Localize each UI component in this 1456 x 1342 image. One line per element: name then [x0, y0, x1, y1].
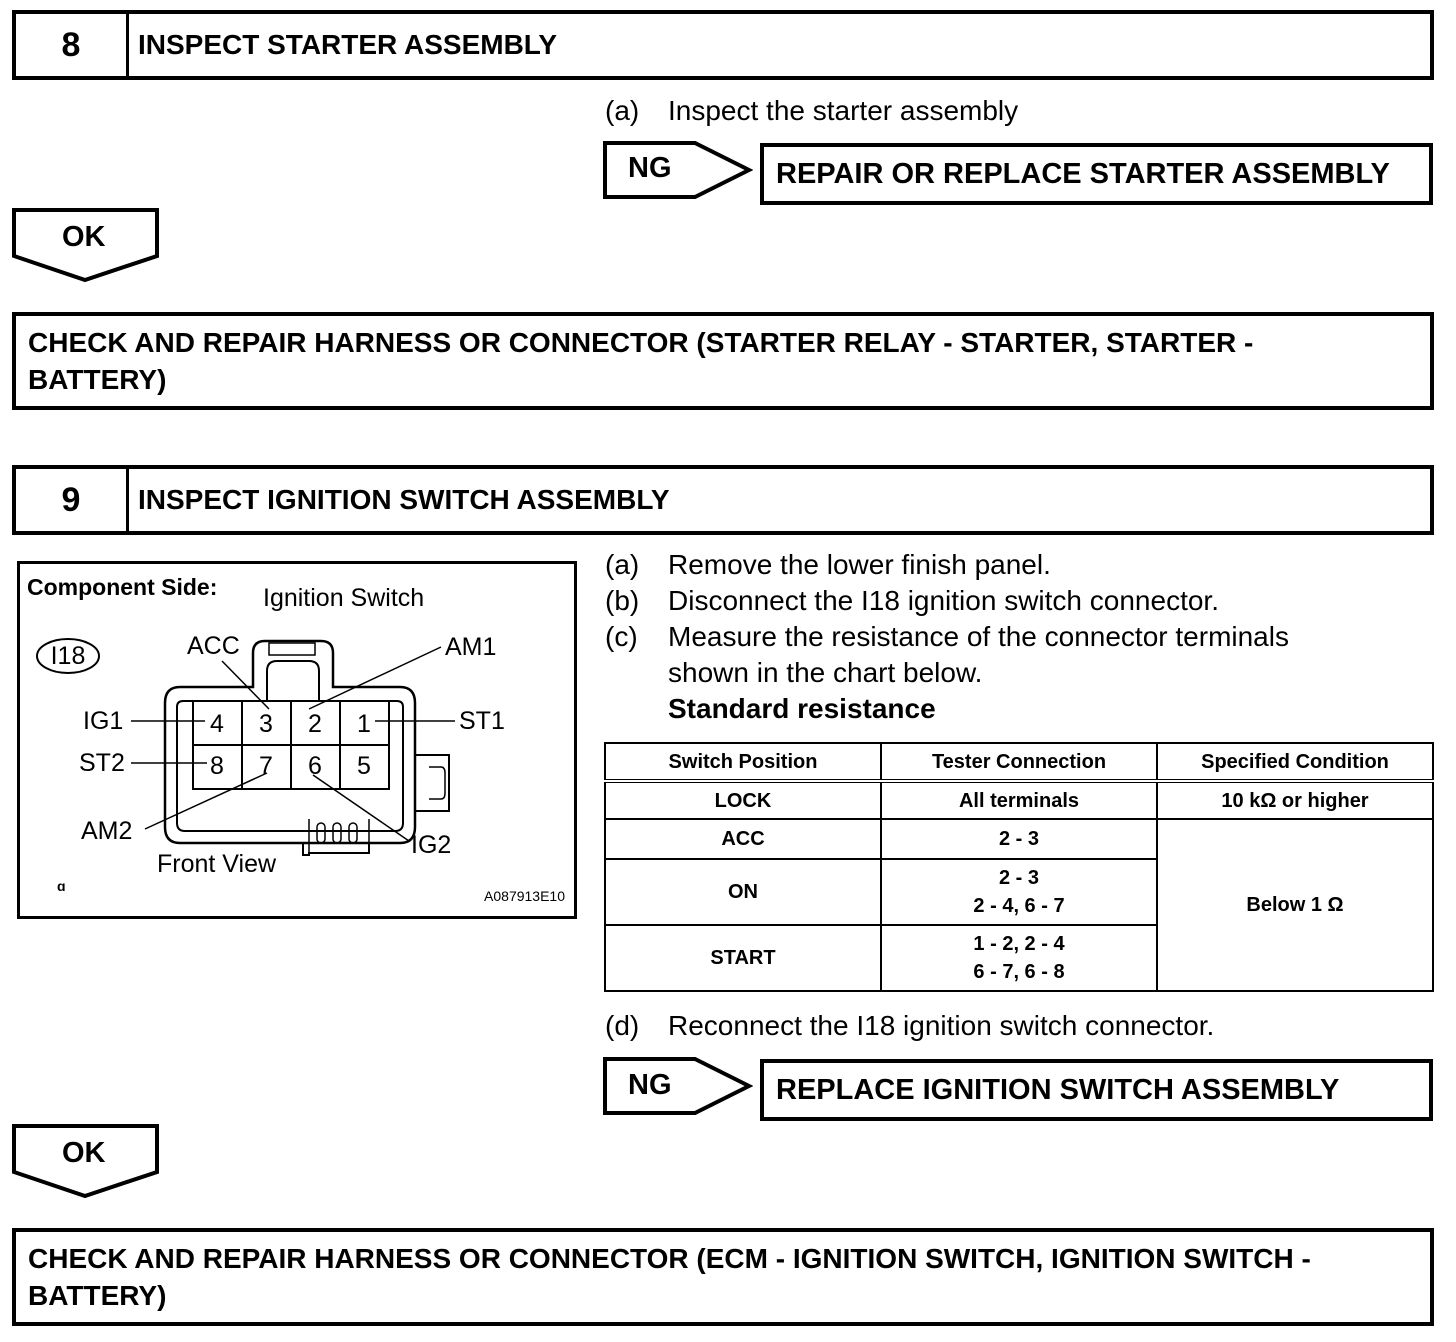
- tester-connection-cell: 2 - 3: [880, 818, 1158, 860]
- terminal-ig1-label: IG1: [83, 707, 123, 735]
- pin-3: 3: [259, 710, 273, 738]
- pin-8: 8: [210, 752, 224, 780]
- instruction-text: Measure the resistance of the connector …: [668, 621, 1289, 652]
- tester-connection-cell: 1 - 2, 2 - 4 6 - 7, 6 - 8: [880, 924, 1158, 992]
- specified-condition-cell: 10 kΩ or higher: [1156, 780, 1434, 820]
- connection-line: 2 - 4, 6 - 7: [973, 895, 1065, 917]
- switch-position-cell: ON: [604, 858, 882, 926]
- step-8-header: 8 INSPECT STARTER ASSEMBLY: [12, 10, 1434, 80]
- terminal-ig2-label: IG2: [411, 831, 451, 859]
- tester-connection-cell: All terminals: [880, 780, 1158, 820]
- terminal-am1-label: AM1: [445, 633, 496, 661]
- instruction-text: Remove the lower finish panel.: [668, 549, 1051, 580]
- terminal-acc-label: ACC: [187, 632, 240, 660]
- instruction-label: (a): [605, 95, 640, 126]
- pin-6: 6: [308, 752, 322, 780]
- ng-action-box: REPLACE IGNITION SWITCH ASSEMBLY: [760, 1059, 1433, 1121]
- table-row: ON 2 - 3 2 - 4, 6 - 7: [604, 858, 1433, 926]
- ok-action-line-1: CHECK AND REPAIR HARNESS OR CONNECTOR (S…: [28, 327, 1254, 358]
- pin-2: 2: [308, 710, 322, 738]
- table-header: Specified Condition: [1156, 742, 1434, 783]
- corner-mark: ɑ: [57, 878, 66, 894]
- step-8-ok-action: CHECK AND REPAIR HARNESS OR CONNECTOR (S…: [12, 312, 1434, 410]
- pin-1: 1: [357, 710, 371, 738]
- step-9-ok-action: CHECK AND REPAIR HARNESS OR CONNECTOR (E…: [12, 1228, 1434, 1326]
- ng-action-text: REPLACE IGNITION SWITCH ASSEMBLY: [776, 1073, 1340, 1106]
- terminal-st1-label: ST1: [459, 707, 505, 735]
- specified-condition-cell: Below 1 Ω: [1156, 818, 1434, 992]
- instruction-text: Reconnect the I18 ignition switch connec…: [668, 1010, 1215, 1041]
- ng-label: NG: [628, 1069, 672, 1101]
- front-view-label: Front View: [157, 850, 277, 878]
- connection-line: 1 - 2, 2 - 4: [973, 933, 1065, 955]
- ok-action-line-2: BATTERY): [28, 364, 167, 395]
- ok-action-line-1: CHECK AND REPAIR HARNESS OR CONNECTOR (E…: [28, 1243, 1311, 1274]
- ok-label: OK: [62, 1137, 106, 1169]
- ok-action-line-2: BATTERY): [28, 1280, 167, 1311]
- component-name: Ignition Switch: [263, 584, 424, 612]
- instruction-label: (c): [605, 621, 638, 652]
- connector-id: I18: [51, 642, 86, 670]
- component-side-label: Component Side:: [27, 574, 217, 600]
- instruction-label: (d): [605, 1010, 640, 1041]
- step-8-instruction-a: (a) Inspect the starter assembly: [605, 93, 1405, 129]
- step-9-instruction-d: (d) Reconnect the I18 ignition switch co…: [605, 1008, 1435, 1044]
- instruction-text: Inspect the starter assembly: [668, 95, 1019, 126]
- ok-label: OK: [62, 221, 106, 253]
- step-title: INSPECT IGNITION SWITCH ASSEMBLY: [138, 484, 670, 515]
- terminal-am2-label: AM2: [81, 817, 132, 845]
- switch-position-cell: LOCK: [604, 780, 882, 820]
- table-header: Tester Connection: [880, 742, 1158, 783]
- ng-label: NG: [628, 152, 672, 184]
- instruction-label: (a): [605, 549, 640, 580]
- terminal-st2-label: ST2: [79, 749, 125, 777]
- ignition-switch-connector-figure: Component Side: Ignition Switch I18 4 3 …: [17, 561, 577, 919]
- step-title: INSPECT STARTER ASSEMBLY: [138, 29, 558, 60]
- step-9-instructions: (a) Remove the lower finish panel. (b) D…: [605, 547, 1435, 727]
- figure-code: A087913E10: [484, 888, 565, 904]
- tester-connection-cell: 2 - 3 2 - 4, 6 - 7: [880, 858, 1158, 926]
- connection-line: 2 - 3: [998, 867, 1040, 889]
- table-row: START 1 - 2, 2 - 4 6 - 7, 6 - 8: [604, 924, 1433, 992]
- standard-label: Standard resistance: [668, 693, 936, 724]
- ng-action-box: REPAIR OR REPLACE STARTER ASSEMBLY: [760, 143, 1433, 205]
- step-9-header: 9 INSPECT IGNITION SWITCH ASSEMBLY: [12, 465, 1434, 535]
- pin-7: 7: [259, 752, 273, 780]
- switch-position-cell: ACC: [604, 818, 882, 860]
- table-row: ACC 2 - 3 Below 1 Ω: [604, 818, 1434, 992]
- pin-4: 4: [210, 710, 224, 738]
- step-number: 8: [16, 14, 129, 76]
- instruction-label: (b): [605, 585, 640, 616]
- resistance-spec-table: Switch Position Tester Connection Specif…: [604, 742, 1434, 992]
- instruction-text: shown in the chart below.: [668, 657, 983, 688]
- switch-position-cell: START: [604, 924, 882, 992]
- ok-arrow: [12, 1124, 159, 1199]
- pin-5: 5: [357, 752, 371, 780]
- ng-action-text: REPAIR OR REPLACE STARTER ASSEMBLY: [776, 157, 1390, 190]
- connection-line: 6 - 7, 6 - 8: [973, 961, 1065, 983]
- instruction-text: Disconnect the I18 ignition switch conne…: [668, 585, 1219, 616]
- ok-arrow: [12, 208, 159, 283]
- table-header: Switch Position: [604, 742, 882, 783]
- table-row: LOCK All terminals 10 kΩ or higher: [604, 780, 1434, 820]
- step-number: 9: [16, 469, 129, 531]
- ng-arrow: [603, 141, 753, 199]
- ng-arrow: [603, 1057, 753, 1115]
